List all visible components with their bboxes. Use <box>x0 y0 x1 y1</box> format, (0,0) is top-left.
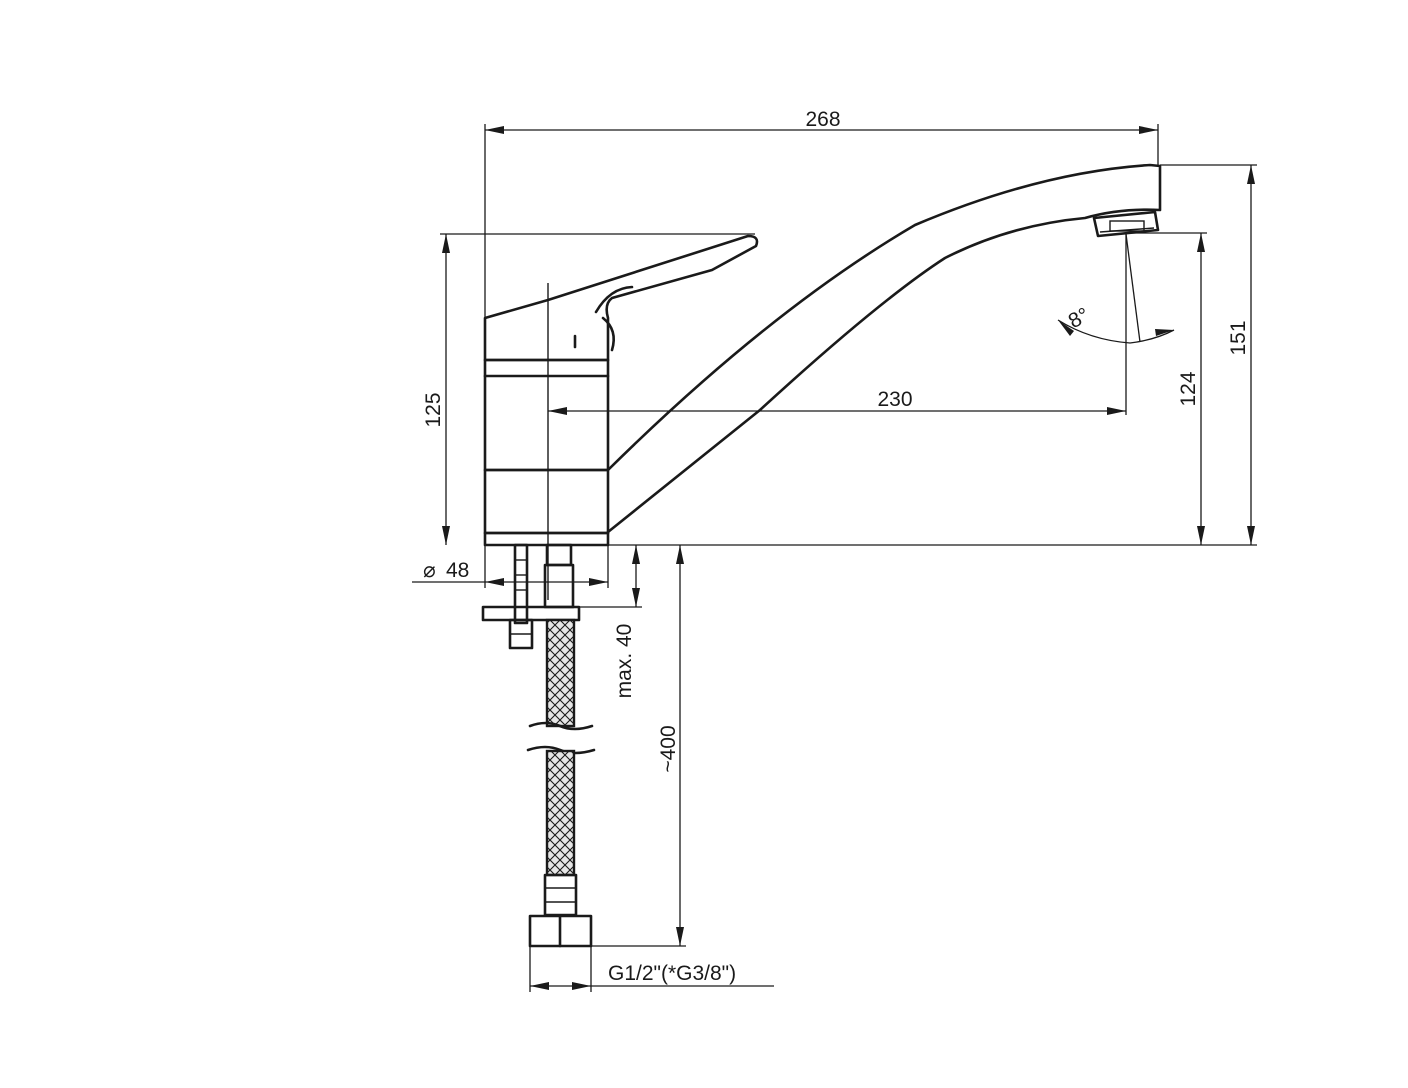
spout-reach-label: 230 <box>877 388 912 411</box>
cartridge-cap <box>483 358 610 378</box>
lower-body <box>483 468 610 535</box>
dimension-outlet-height: 124 <box>1130 232 1207 545</box>
total-height-label: 151 <box>1227 320 1250 355</box>
upper-body <box>483 374 610 472</box>
body-height-label: 125 <box>422 392 445 427</box>
base-diameter-label: 48 <box>446 559 469 582</box>
aerator <box>1092 210 1160 238</box>
dimension-total-height: 151 <box>1160 164 1257 545</box>
mounting-plate <box>481 605 581 622</box>
thread-size-label: G1/2"(*G3/8") <box>608 962 736 985</box>
overall-length-label: 268 <box>805 108 840 131</box>
dimension-aerator-angle: 8° <box>1057 233 1175 344</box>
flexible-hose <box>526 543 596 948</box>
lever-handle <box>483 234 759 362</box>
hose-break-symbol <box>526 721 596 755</box>
diameter-symbol: ⌀ <box>423 559 436 582</box>
dimension-overall-length: 268 <box>484 108 1159 318</box>
outlet-height-label: 124 <box>1177 371 1200 406</box>
mounting-hardware <box>481 543 581 650</box>
faucet-body <box>483 358 610 547</box>
dimension-base-diameter: ⌀ 48 <box>412 545 609 588</box>
max-deck-thickness-label: max. 40 <box>613 624 636 699</box>
hose-braid-upper <box>545 618 576 728</box>
dimension-hose-length: ~400 <box>591 545 686 947</box>
threaded-stud <box>513 543 529 625</box>
hose-length-label: ~400 <box>657 725 680 772</box>
hose-braid-lower <box>545 749 576 877</box>
dimension-body-height: 125 <box>422 233 755 545</box>
dimension-spout-reach: 230 <box>548 234 1127 415</box>
dimension-thread-size: G1/2"(*G3/8") <box>529 946 774 992</box>
dimension-max-deck-thickness: max. 40 <box>579 545 642 698</box>
base-flange <box>483 531 610 547</box>
spout <box>606 163 1162 534</box>
